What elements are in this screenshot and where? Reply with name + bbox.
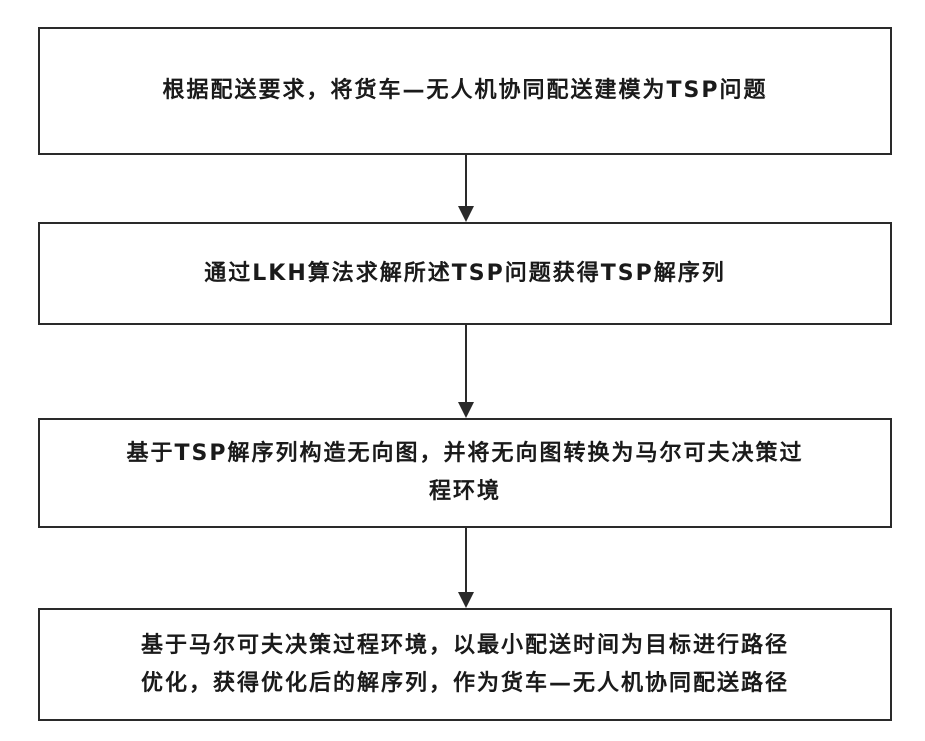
flow-step-1: 根据配送要求，将货车—无人机协同配送建模为TSP问题 bbox=[38, 27, 892, 155]
flow-step-2-text: 通过LKH算法求解所述TSP问题获得TSP解序列 bbox=[204, 255, 725, 293]
flow-step-2: 通过LKH算法求解所述TSP问题获得TSP解序列 bbox=[38, 222, 892, 325]
flow-step-4: 基于马尔可夫决策过程环境，以最小配送时间为目标进行路径 优化，获得优化后的解序列… bbox=[38, 608, 892, 721]
arrow-step-2-to-3 bbox=[458, 325, 474, 418]
arrow-step-1-to-2 bbox=[458, 155, 474, 222]
flow-step-1-text: 根据配送要求，将货车—无人机协同配送建模为TSP问题 bbox=[163, 72, 768, 110]
flow-step-3-text: 基于TSP解序列构造无向图，并将无向图转换为马尔可夫决策过 程环境 bbox=[127, 435, 804, 511]
flow-step-4-text: 基于马尔可夫决策过程环境，以最小配送时间为目标进行路径 优化，获得优化后的解序列… bbox=[141, 627, 789, 703]
arrow-step-3-to-4 bbox=[458, 528, 474, 608]
flow-step-3: 基于TSP解序列构造无向图，并将无向图转换为马尔可夫决策过 程环境 bbox=[38, 418, 892, 528]
